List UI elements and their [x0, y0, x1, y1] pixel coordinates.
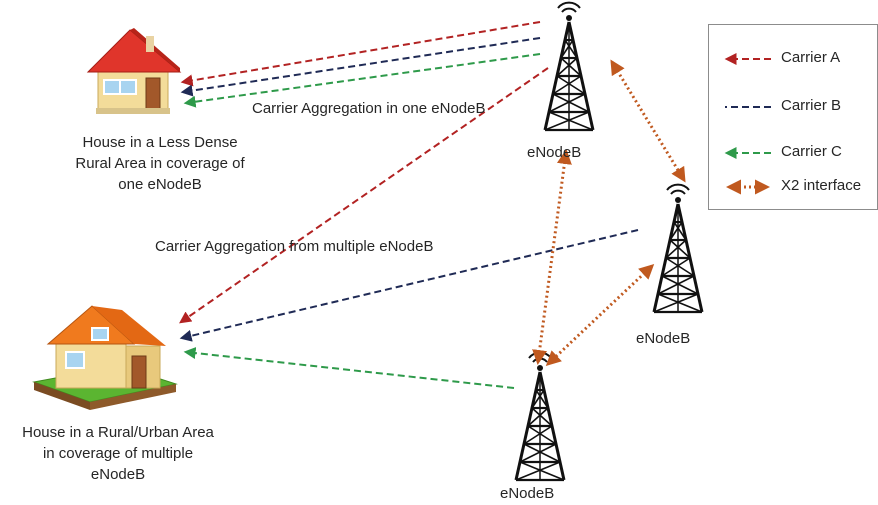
x2-link-right-bottom — [545, 263, 655, 367]
rural-house-label: House in a Less Dense Rural Area in cove… — [40, 132, 280, 195]
carrier-a-line-top-to-rural — [180, 21, 541, 87]
annotation-single-enodeb: Carrier Aggregation in one eNodeB — [252, 100, 486, 117]
legend-item-carrier-b: Carrier B — [709, 97, 877, 117]
legend-label-x2: X2 interface — [781, 177, 862, 194]
tower-right-label: eNodeB — [636, 330, 691, 347]
legend-item-carrier-c: Carrier C — [709, 143, 877, 163]
legend-label-carrier-b: Carrier B — [781, 97, 842, 114]
annotation-multiple-enodeb: Carrier Aggregation from multiple eNodeB — [155, 238, 434, 255]
urban-house-label-line: in coverage of multiple — [42, 445, 194, 462]
urban-house-label-line: eNodeB — [90, 466, 146, 483]
tower-right-icon — [652, 183, 704, 314]
legend: Carrier A Carrier B Carrier C X2 interfa… — [708, 24, 878, 210]
carrier-b-line-top-to-rural — [180, 37, 541, 97]
legend-label-carrier-c: Carrier C — [781, 143, 842, 160]
carrier-a-line-top-to-urban — [179, 67, 549, 324]
x2-legend-icon — [726, 179, 770, 195]
legend-item-carrier-a: Carrier A — [709, 49, 877, 69]
rural-house-label-line: one eNodeB — [118, 176, 202, 193]
urban-house-label-line: House in a Rural/Urban Area — [22, 424, 214, 441]
rural-house-label-line: House in a Less Dense — [82, 134, 238, 151]
rural-house-label-line: Rural Area in coverage of — [75, 155, 245, 172]
legend-label-carrier-a: Carrier A — [781, 49, 841, 66]
carrier-c-line-bottom-to-urban — [183, 347, 515, 389]
rural-house-icon — [86, 28, 182, 114]
carrier-a-legend-icon — [724, 53, 771, 65]
legend-item-x2: X2 interface — [709, 177, 877, 197]
tower-top-label: eNodeB — [527, 144, 582, 161]
x2-link-top-bottom — [532, 149, 572, 365]
x2-link-top-right — [610, 59, 686, 183]
carrier-c-legend-icon — [724, 147, 771, 159]
tower-bottom-label: eNodeB — [500, 485, 555, 502]
carrier-b-legend-icon — [725, 106, 771, 108]
carrier-c-line-top-to-rural — [183, 53, 541, 108]
urban-house-icon — [32, 305, 178, 410]
urban-house-label: House in a Rural/Urban Area in coverage … — [0, 422, 236, 485]
tower-bottom-icon — [514, 351, 566, 482]
tower-top-icon — [543, 1, 595, 132]
